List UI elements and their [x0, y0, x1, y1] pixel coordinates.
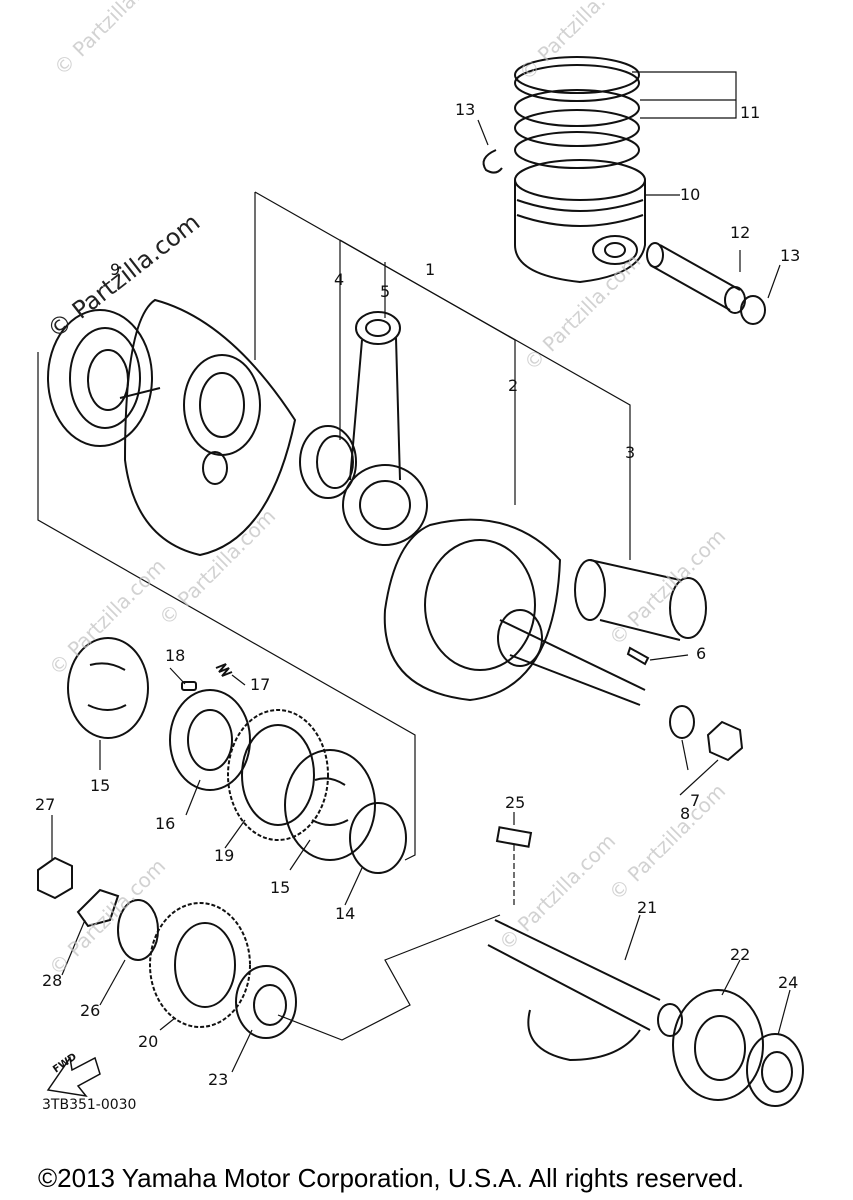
oil-plate-lower: [284, 749, 376, 861]
callout-10[interactable]: 10: [680, 185, 701, 204]
washer: [669, 705, 695, 739]
callout-13[interactable]: 13: [455, 100, 476, 119]
callout-18[interactable]: 18: [165, 646, 186, 665]
piston: [514, 159, 646, 284]
callout-7[interactable]: 7: [690, 791, 701, 810]
lock-washer: [76, 888, 120, 928]
primary-driven-gear: [227, 709, 329, 841]
callout-27[interactable]: 27: [35, 795, 56, 814]
callout-12[interactable]: 12: [730, 223, 751, 242]
callout-25[interactable]: 25: [505, 793, 526, 812]
callout-2[interactable]: 2: [508, 376, 519, 395]
callout-6[interactable]: 6: [696, 644, 707, 663]
callout-13[interactable]: 13: [780, 246, 801, 265]
balancer-bearing-right: [672, 989, 764, 1101]
pin: [181, 681, 197, 691]
callout-11[interactable]: 11: [740, 103, 761, 122]
callout-3[interactable]: 3: [625, 443, 636, 462]
nut: [706, 720, 744, 762]
clutch-hub: [169, 689, 251, 791]
spring: [215, 663, 233, 677]
callout-28[interactable]: 28: [42, 971, 63, 990]
callout-14[interactable]: 14: [335, 904, 356, 923]
balancer-key: [495, 826, 533, 848]
callout-17[interactable]: 17: [250, 675, 271, 694]
balancer-shaft: [487, 919, 683, 1062]
callout-16[interactable]: 16: [155, 814, 176, 833]
callout-5[interactable]: 5: [380, 282, 391, 301]
oil-plate-upper: [67, 637, 149, 739]
callout-20[interactable]: 20: [138, 1032, 159, 1051]
callout-23[interactable]: 23: [208, 1070, 229, 1089]
balancer-nut: [37, 856, 73, 900]
callout-22[interactable]: 22: [730, 945, 751, 964]
copyright-notice: ©2013 Yamaha Motor Corporation, U.S.A. A…: [38, 1163, 745, 1193]
callout-15[interactable]: 15: [270, 878, 291, 897]
left-crank-web: [119, 298, 297, 557]
piston-pin: [646, 242, 746, 314]
callout-8[interactable]: 8: [680, 804, 691, 823]
diagram-code: 3TB351-0030: [42, 1097, 137, 1113]
crank-pin: [574, 559, 707, 641]
callout-26[interactable]: 26: [80, 1001, 101, 1020]
piston-pin-clip-left: [482, 149, 503, 174]
connecting-rod: [342, 311, 428, 546]
callout-4[interactable]: 4: [334, 270, 345, 289]
oil-seal: [746, 1033, 804, 1107]
callout-1[interactable]: 1: [425, 260, 436, 279]
callout-21[interactable]: 21: [637, 898, 658, 917]
thrust-washer: [349, 802, 407, 874]
piston-pin-clip-right: [740, 295, 766, 325]
callout-19[interactable]: 19: [214, 846, 235, 865]
right-crank-web: [383, 518, 646, 706]
needle-bearing: [299, 425, 357, 499]
callout-24[interactable]: 24: [778, 973, 799, 992]
left-bearing: [47, 309, 153, 447]
piston-rings: [514, 56, 640, 169]
callout-9[interactable]: 9: [110, 260, 121, 279]
leader-lines: [37, 71, 791, 1073]
callout-15[interactable]: 15: [90, 776, 111, 795]
forward-arrow: [46, 1056, 101, 1098]
balancer-drive-gear: [149, 902, 251, 1028]
woodruff-key: [626, 646, 650, 666]
balancer-bearing-left: [235, 965, 297, 1039]
